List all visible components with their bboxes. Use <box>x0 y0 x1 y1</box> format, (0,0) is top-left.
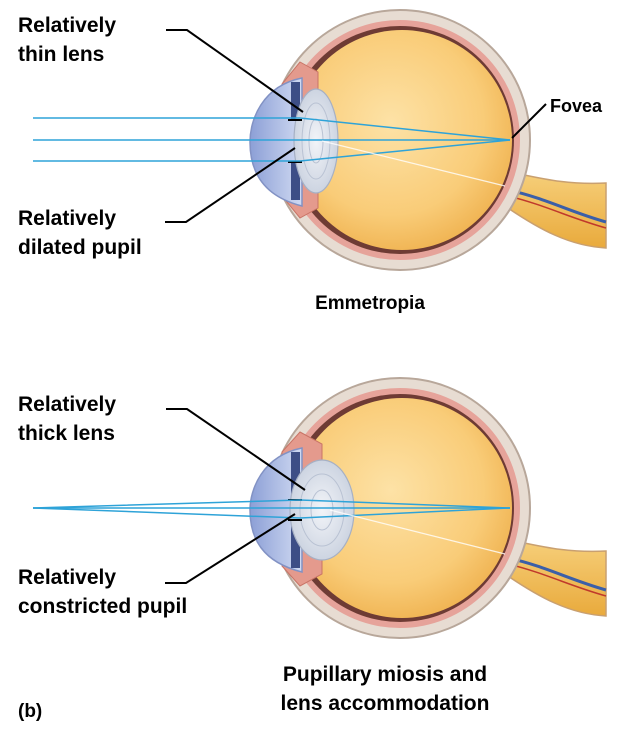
optic-nerve-vessel-red <box>507 563 607 597</box>
iris-upper <box>291 452 300 500</box>
caption-emmetropia: Emmetropia <box>315 293 425 314</box>
label-dilated-pupil: Relatively dilated pupil <box>18 207 142 259</box>
iris-lower <box>291 162 300 200</box>
visual-axis <box>329 509 506 555</box>
leader-line-pupil <box>165 513 296 584</box>
leader-line-lens <box>166 29 304 113</box>
iris-upper <box>291 82 300 120</box>
panel-label: (b) <box>18 701 43 722</box>
light-rays-near <box>32 499 511 519</box>
lens-ring <box>301 102 331 180</box>
light-rays-parallel <box>33 117 511 162</box>
leader-line-fovea <box>511 103 547 139</box>
label-constricted-pupil: Relatively constricted pupil <box>18 566 188 618</box>
optic-nerve <box>504 539 607 617</box>
lens-thin <box>293 88 339 194</box>
optic-nerve-vessel-red <box>507 195 607 229</box>
label-thick-lens: Relatively thick lens <box>18 393 117 445</box>
eye-top <box>33 9 607 271</box>
iris-lower <box>291 520 300 568</box>
eye-bottom <box>32 377 607 639</box>
lens-ring <box>299 473 345 547</box>
leader-line-lens <box>166 408 306 491</box>
lens-ring <box>310 489 334 531</box>
visual-axis <box>321 140 506 187</box>
optic-nerve <box>504 171 607 249</box>
cornea <box>249 77 303 207</box>
label-fovea: Fovea <box>550 96 603 116</box>
leader-line-pupil <box>165 147 296 223</box>
label-thin-lens: Relatively thin lens <box>18 14 117 66</box>
caption-miosis-accommodation: Pupillary miosis and lens accommodation <box>280 663 490 715</box>
